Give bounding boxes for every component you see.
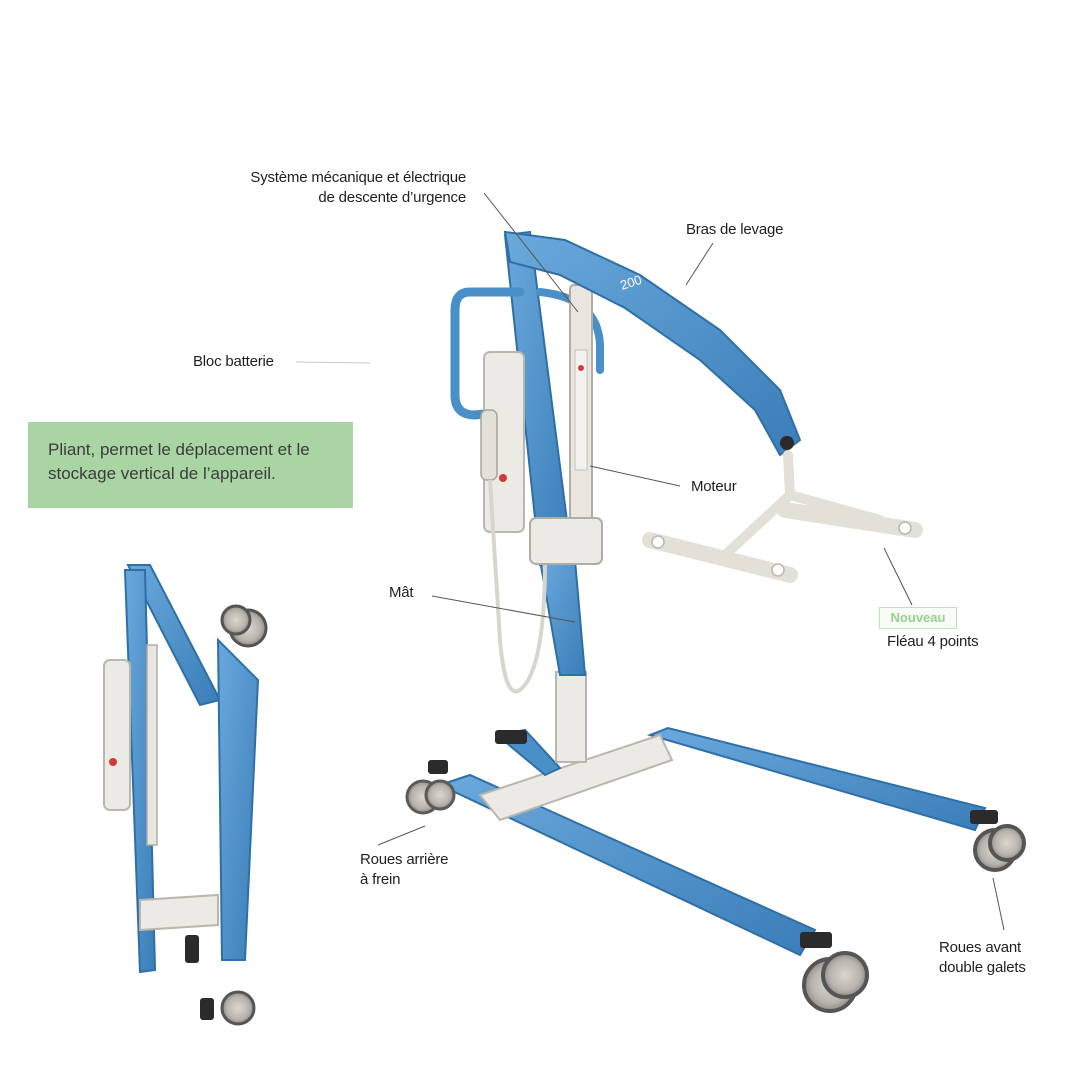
left-leg [437, 773, 817, 957]
callout-line1: Pliant, permet le déplacement et le [48, 440, 310, 459]
mast-label: Mât [389, 584, 414, 601]
leader-lines [295, 192, 1005, 931]
rear-wheels-line2: à frein [360, 871, 401, 888]
foldable-callout: Pliant, permet le déplacement et le stoc… [28, 422, 353, 508]
emergency-descent-line1: Système mécanique et électrique [250, 169, 466, 186]
emergency-descent-line2: de descente d’urgence [318, 189, 466, 206]
lifting-arm-label: Bras de levage [686, 221, 784, 238]
rear-wheels-line1: Roues arrière [360, 851, 449, 868]
mast-base [555, 671, 587, 763]
motor-label: Moteur [691, 478, 737, 495]
front-wheels-line2: double galets [939, 959, 1026, 976]
lifting-arm [503, 230, 802, 457]
pedal-pad [495, 730, 527, 744]
new-badge: Nouveau [879, 607, 957, 629]
spreader-bar-label: Fléau 4 points [887, 633, 979, 650]
rear-wheels-label: Roues arrière à frein [360, 850, 448, 890]
push-handle [450, 287, 525, 420]
right-leg [646, 726, 987, 832]
front-wheels-line1: Roues avant [939, 939, 1022, 956]
battery-label: Bloc batterie [193, 353, 274, 370]
motor-housing [529, 517, 603, 565]
front-wheels [800, 810, 1026, 1013]
main-lift: 200 [405, 230, 1026, 1013]
emergency-stop-button [499, 474, 507, 482]
base-crossbar [478, 733, 674, 822]
arm-marking: 200 [618, 272, 643, 293]
control-cord [488, 479, 547, 694]
folded-lift [103, 564, 268, 1026]
front-wheels-label: Roues avant double galets [939, 938, 1026, 978]
hand-control [480, 409, 498, 481]
emergency-descent-label: Système mécanique et électrique de desce… [200, 168, 466, 208]
callout-line2: stockage vertical de l’appareil. [48, 464, 276, 483]
rear-wheels [405, 760, 456, 815]
